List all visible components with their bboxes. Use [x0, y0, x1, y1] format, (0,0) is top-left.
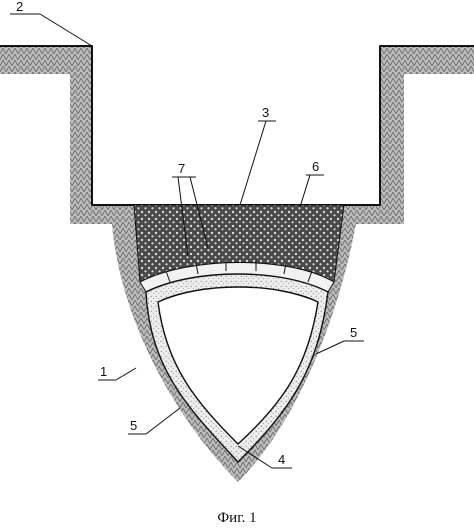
callout-1: 1 [100, 364, 107, 379]
tunnel-void [157, 286, 319, 445]
callout-4: 4 [278, 452, 285, 467]
callout-5-right: 5 [350, 325, 357, 340]
callout-2: 2 [16, 0, 23, 14]
callout-5-left: 5 [130, 418, 137, 433]
arch-block-joints [165, 260, 313, 283]
callout-6: 6 [312, 159, 319, 174]
figure-caption: Фиг. 1 [217, 510, 256, 526]
callout-3: 3 [262, 105, 269, 120]
leader-lines [10, 13, 364, 469]
callout-7: 7 [178, 161, 185, 176]
